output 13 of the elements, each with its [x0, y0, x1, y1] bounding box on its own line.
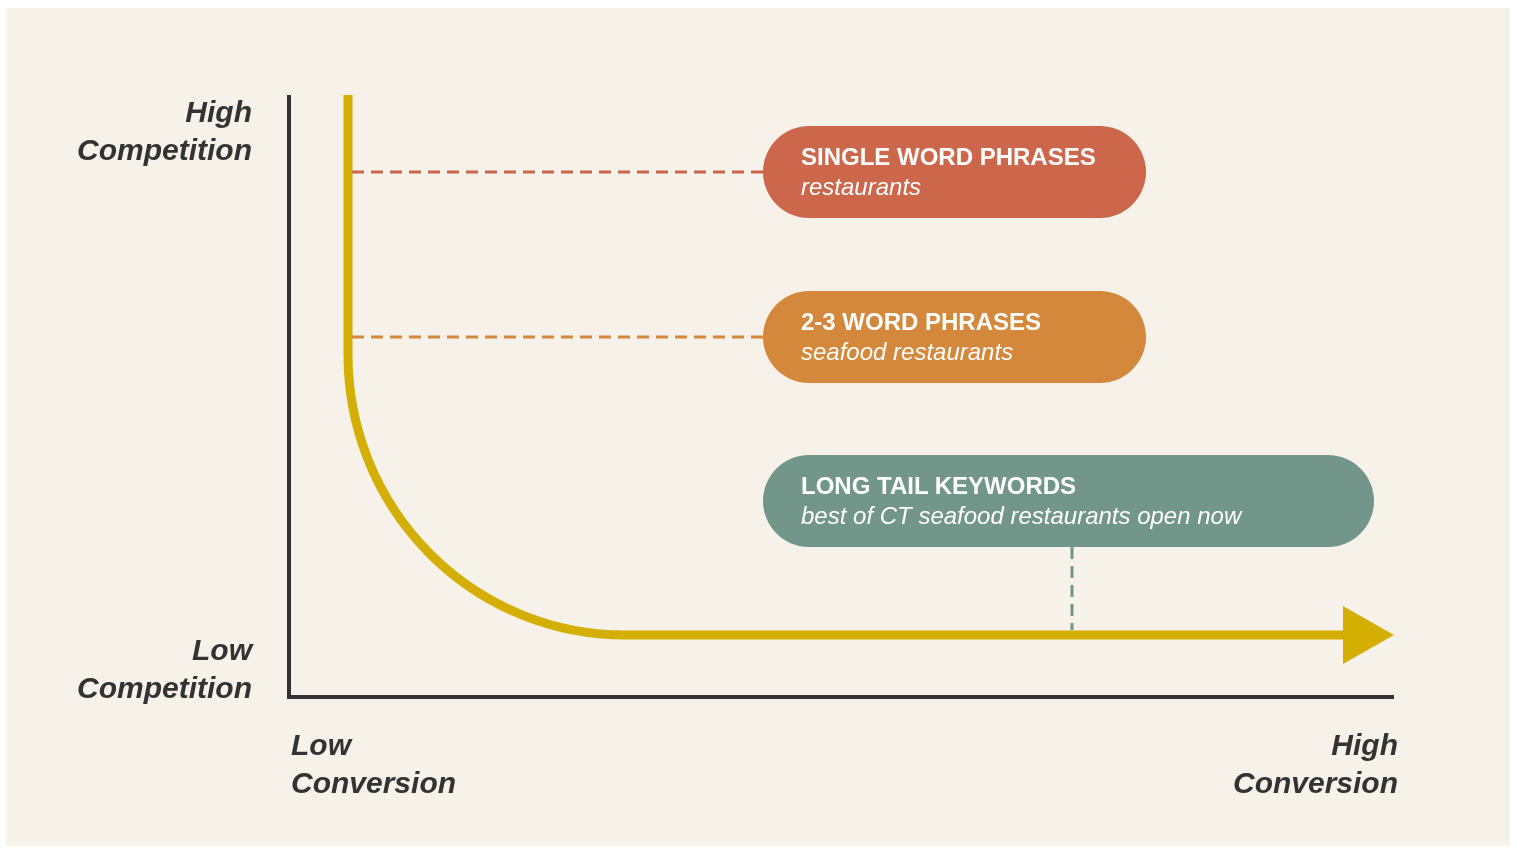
- pill-heading: SINGLE WORD PHRASES: [801, 142, 1097, 172]
- leader-line: [1070, 547, 1074, 630]
- axis-label: High Conversion: [1231, 727, 1398, 801]
- axis-label: High Competition: [76, 94, 252, 168]
- pill-heading: LONG TAIL KEYWORDS: [801, 471, 1078, 501]
- pill-heading: 2-3 WORD PHRASES: [801, 307, 1043, 337]
- leader-line: [351, 170, 763, 174]
- pill-example: seafood restaurants: [801, 337, 1015, 367]
- axis-label: Low Conversion: [291, 727, 458, 801]
- pill-example: best of CT seafood restaurants open now: [801, 501, 1244, 531]
- pill-example: restaurants: [801, 172, 923, 202]
- leader-line: [351, 335, 763, 339]
- axis-label: Low Competition: [76, 632, 252, 706]
